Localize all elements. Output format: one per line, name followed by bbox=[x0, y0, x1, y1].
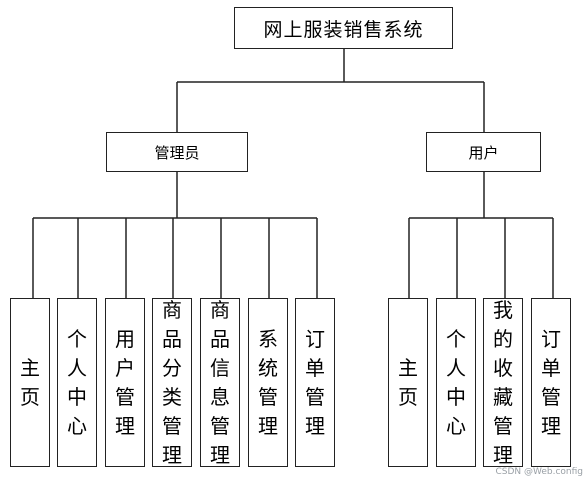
leaf-label: 我的收藏管理 bbox=[493, 297, 513, 467]
leaf-node: 我的收藏管理 bbox=[483, 298, 523, 467]
leaf-node: 个人中心 bbox=[436, 298, 476, 467]
leaf-node: 订单管理 bbox=[531, 298, 571, 467]
leaf-node: 主页 bbox=[388, 298, 428, 467]
leaf-node: 商品信息管理 bbox=[200, 298, 240, 467]
branch-label: 用户 bbox=[468, 143, 499, 162]
leaf-node: 主页 bbox=[10, 298, 50, 467]
leaf-label: 个人中心 bbox=[67, 326, 87, 438]
leaf-label: 用户管理 bbox=[115, 326, 135, 438]
leaf-label: 订单管理 bbox=[305, 326, 325, 438]
branch-node-admin: 管理员 bbox=[106, 132, 248, 172]
leaf-node: 商品分类管理 bbox=[152, 298, 192, 467]
leaf-label: 订单管理 bbox=[541, 326, 561, 438]
leaf-node: 订单管理 bbox=[295, 298, 335, 467]
branch-node-user: 用户 bbox=[426, 132, 541, 172]
leaf-label: 商品分类管理 bbox=[162, 297, 182, 467]
leaf-node: 用户管理 bbox=[105, 298, 145, 467]
branch-label: 管理员 bbox=[154, 143, 200, 162]
watermark: CSDN @Web.config bbox=[495, 467, 583, 477]
leaf-label: 系统管理 bbox=[258, 326, 278, 438]
leaf-node: 系统管理 bbox=[248, 298, 288, 467]
leaf-label: 商品信息管理 bbox=[210, 297, 230, 467]
root-label: 网上服装销售系统 bbox=[263, 18, 424, 41]
leaf-label: 主页 bbox=[398, 355, 418, 409]
leaf-node: 个人中心 bbox=[57, 298, 97, 467]
root-node: 网上服装销售系统 bbox=[234, 7, 453, 49]
leaf-label: 个人中心 bbox=[446, 326, 466, 438]
leaf-label: 主页 bbox=[20, 355, 40, 409]
